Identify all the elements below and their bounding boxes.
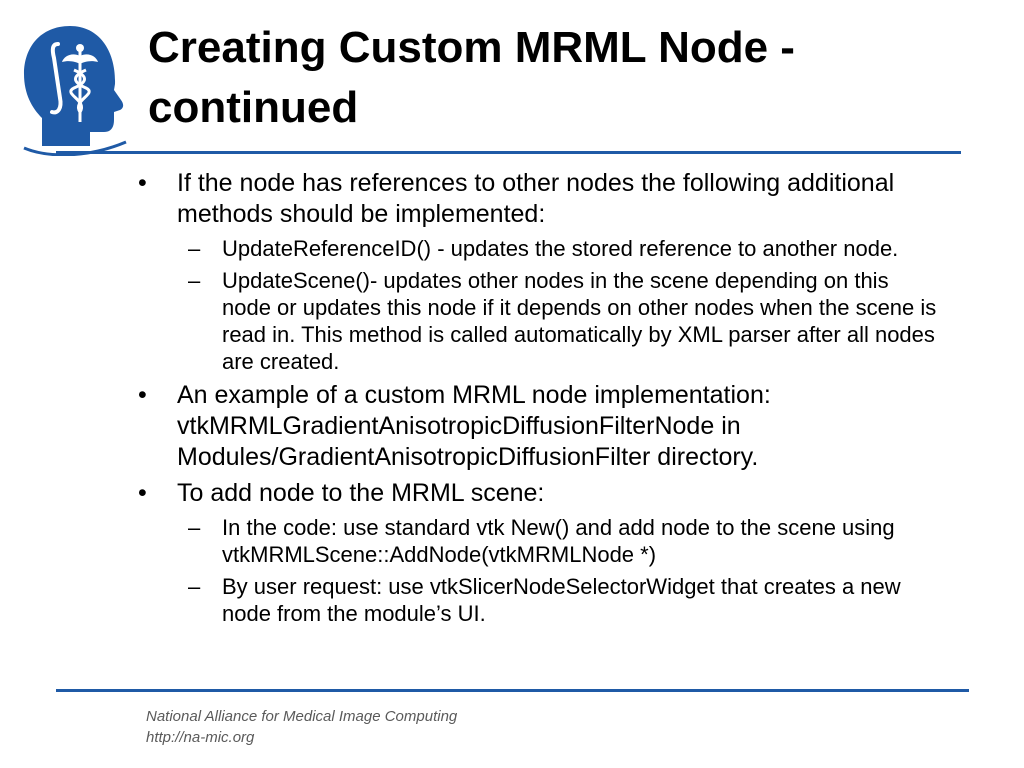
slide-body: • If the node has references to other no… — [134, 168, 954, 632]
dash-mark: – — [188, 515, 201, 540]
sub-bullet-item: – UpdateScene()- updates other nodes in … — [134, 267, 942, 375]
bullet-item: • If the node has references to other no… — [134, 168, 954, 230]
sub-bullet-text: UpdateReferenceID() - updates the stored… — [222, 236, 899, 261]
bullet-item: • An example of a custom MRML node imple… — [134, 380, 954, 473]
footer-org: National Alliance for Medical Image Comp… — [146, 708, 458, 725]
sub-bullet-text: By user request: use vtkSlicerNodeSelect… — [222, 574, 901, 626]
bullet-mark: • — [138, 381, 147, 409]
bullet-item: • To add node to the MRML scene: — [134, 478, 954, 509]
sub-bullet-item: – UpdateReferenceID() - updates the stor… — [134, 235, 942, 262]
sub-bullet-text: In the code: use standard vtk New() and … — [222, 515, 895, 567]
dash-mark: – — [188, 574, 201, 599]
dash-mark: – — [188, 236, 201, 261]
bullet-mark: • — [138, 169, 147, 197]
bullet-text: If the node has references to other node… — [177, 169, 895, 228]
sub-bullet-item: – In the code: use standard vtk New() an… — [134, 514, 942, 568]
sub-list: – UpdateReferenceID() - updates the stor… — [134, 235, 954, 375]
sub-bullet-text: UpdateScene()- updates other nodes in th… — [222, 268, 937, 374]
dash-mark: – — [188, 268, 201, 293]
bullet-mark: • — [138, 479, 147, 507]
bullet-text: To add node to the MRML scene: — [177, 479, 545, 507]
slicer-logo-icon — [18, 22, 130, 157]
footer-divider — [56, 689, 969, 692]
sub-list: – In the code: use standard vtk New() an… — [134, 514, 954, 627]
slide-title: Creating Custom MRML Node - continued — [148, 23, 795, 132]
footer: National Alliance for Medical Image Comp… — [146, 706, 457, 748]
bullet-text: An example of a custom MRML node impleme… — [177, 381, 771, 471]
footer-url: http://na-mic.org — [146, 729, 255, 746]
title-divider — [56, 151, 961, 154]
sub-bullet-item: – By user request: use vtkSlicerNodeSele… — [134, 573, 942, 627]
